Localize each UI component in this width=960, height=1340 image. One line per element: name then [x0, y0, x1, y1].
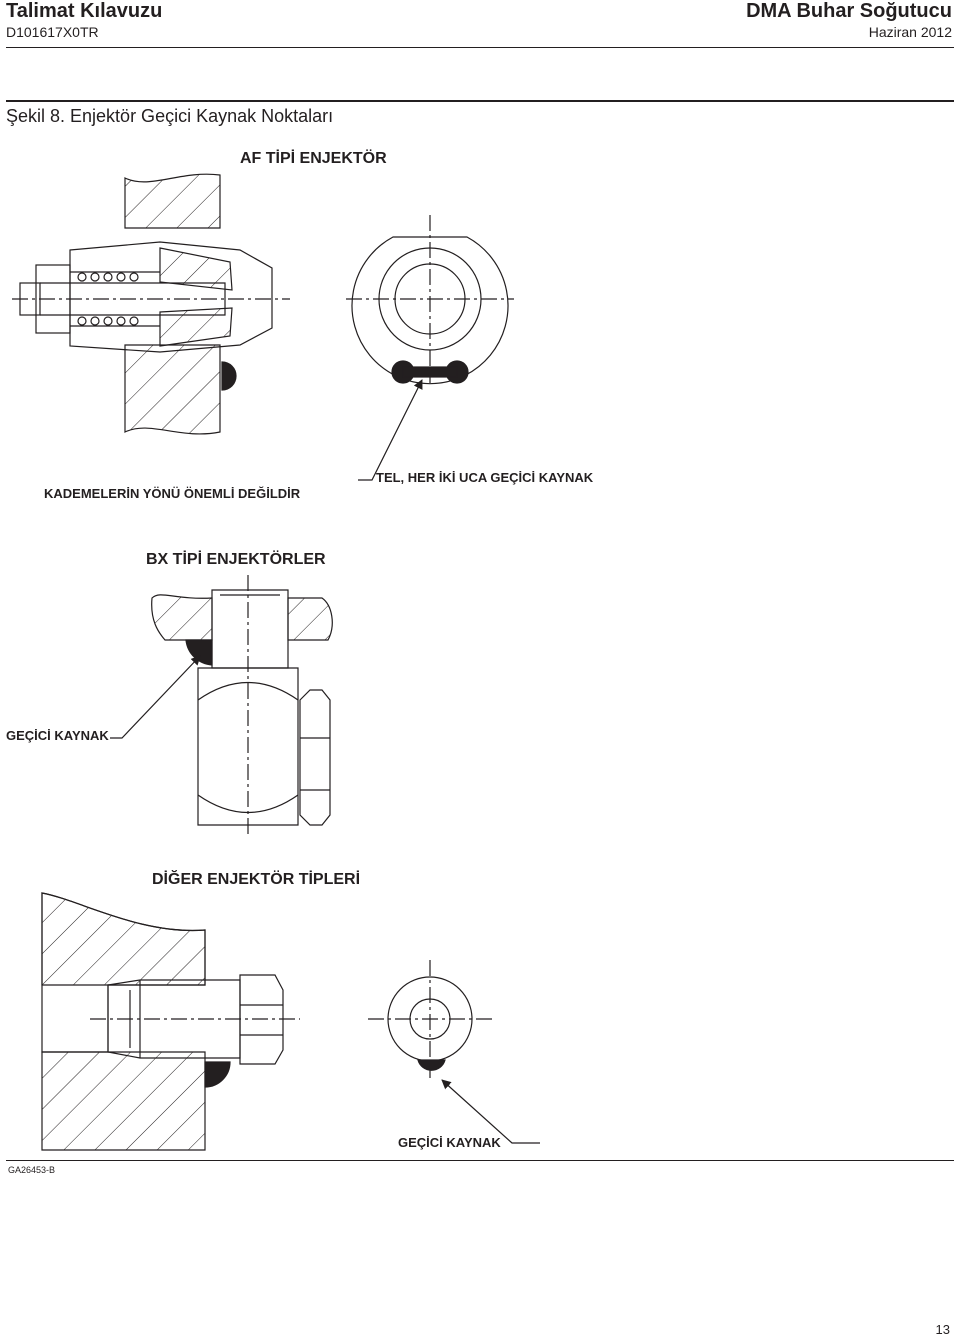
- figure-title: Şekil 8. Enjektör Geçici Kaynak Noktalar…: [6, 106, 334, 126]
- document-code: D101617X0TR: [6, 24, 99, 40]
- af-end-view: [346, 215, 514, 385]
- bx-wall-section: [151, 594, 333, 641]
- af-wire-leader: [358, 379, 423, 481]
- page-number: 13: [935, 1322, 950, 1337]
- figure-bottom-rule: [6, 1160, 954, 1161]
- section-bx-heading: BX TİPİ ENJEKTÖRLER: [146, 551, 326, 568]
- bx-tack-leader: [110, 655, 201, 739]
- product-name: DMA Buhar Soğutucu: [746, 0, 952, 22]
- other-end-tack-weld: [417, 1059, 446, 1071]
- stages-note: KADEMELERİN YÖNÜ ÖNEMLİ DEĞİLDİR: [44, 486, 301, 501]
- af-injector-body: [19, 241, 273, 353]
- af-wire-weld: [391, 360, 469, 384]
- section-other-heading: DİĞER ENJEKTÖR TİPLERİ: [152, 871, 361, 888]
- bx-tack-label: GEÇİCİ KAYNAK: [6, 728, 109, 743]
- af-wall-section: [124, 173, 221, 435]
- publication-date: Haziran 2012: [868, 24, 952, 40]
- manual-title: Talimat Kılavuzu: [6, 0, 163, 22]
- other-tack-weld: [204, 1061, 231, 1088]
- af-spring: [77, 272, 139, 326]
- other-tack-leader: [441, 1079, 540, 1144]
- af-tack-weld: [221, 361, 237, 391]
- other-wall-section: [41, 892, 206, 1151]
- drawing-reference: GA26453-B: [8, 1165, 56, 1175]
- other-tack-label: GEÇİCİ KAYNAK: [398, 1135, 501, 1150]
- section-af-heading: AF TİPİ ENJEKTÖR: [240, 150, 387, 167]
- wire-weld-note: TEL, HER İKİ UCA GEÇİCİ KAYNAK: [376, 470, 594, 485]
- header-rule: [6, 47, 954, 48]
- figure-rule: [6, 100, 954, 102]
- bx-tack-weld: [185, 639, 213, 666]
- other-injector-body: [90, 974, 300, 1065]
